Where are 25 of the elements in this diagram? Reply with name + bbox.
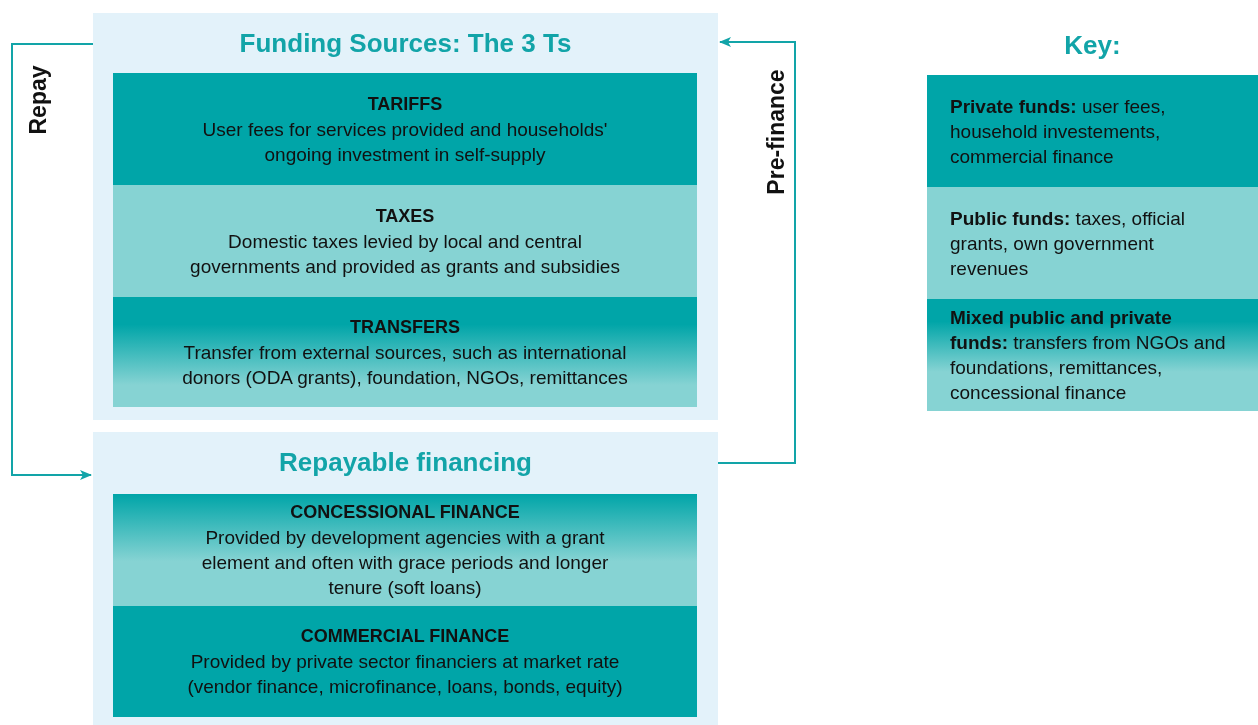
category-description: User fees for services provided and households' ongoing investment in self-supply [201,117,609,167]
legend-text: Mixed public and private funds: transfers from NGOs and foundations, remittances, concessional finance [950,306,1226,405]
arrow [717,37,796,464]
category-description: Provided by private sector financiers at market rate (vendor finance, microfinance, loans, bonds, equity) [186,650,624,699]
group-panel [93,13,718,420]
category-heading: TARIFFS [367,92,443,116]
category-description: Transfer from external sources, such as international donors (ODA grants), foundation, NGOs, remittances [181,340,629,390]
category-heading: COMMERCIAL FINANCE [300,625,510,648]
category-box [113,297,697,407]
category-box [113,73,697,185]
category-box [113,494,697,606]
panel-title: Funding Sources: The 3 Ts [239,27,572,60]
category-description: Domestic taxes levied by local and central governments and provided as grants and subsidies [189,229,621,279]
category-description: Provided by development agencies with a grant element and often with grace periods and longer tenure (soft loans) [200,526,610,600]
arrow [11,43,94,480]
legend-text: Private funds: user fees, household investements, commercial finance [950,94,1167,169]
category-box [113,185,697,297]
legend-title: Key: [1064,29,1121,62]
category-heading: CONCESSIONAL FINANCE [290,501,520,524]
category-box [113,606,697,717]
category-heading: TAXES [375,204,435,228]
category-heading: TRANSFERS [350,315,460,339]
group-panel [93,432,718,725]
legend-text: Public funds: taxes, official grants, own government revenues [950,206,1187,281]
panel-title: Repayable financing [279,446,532,479]
